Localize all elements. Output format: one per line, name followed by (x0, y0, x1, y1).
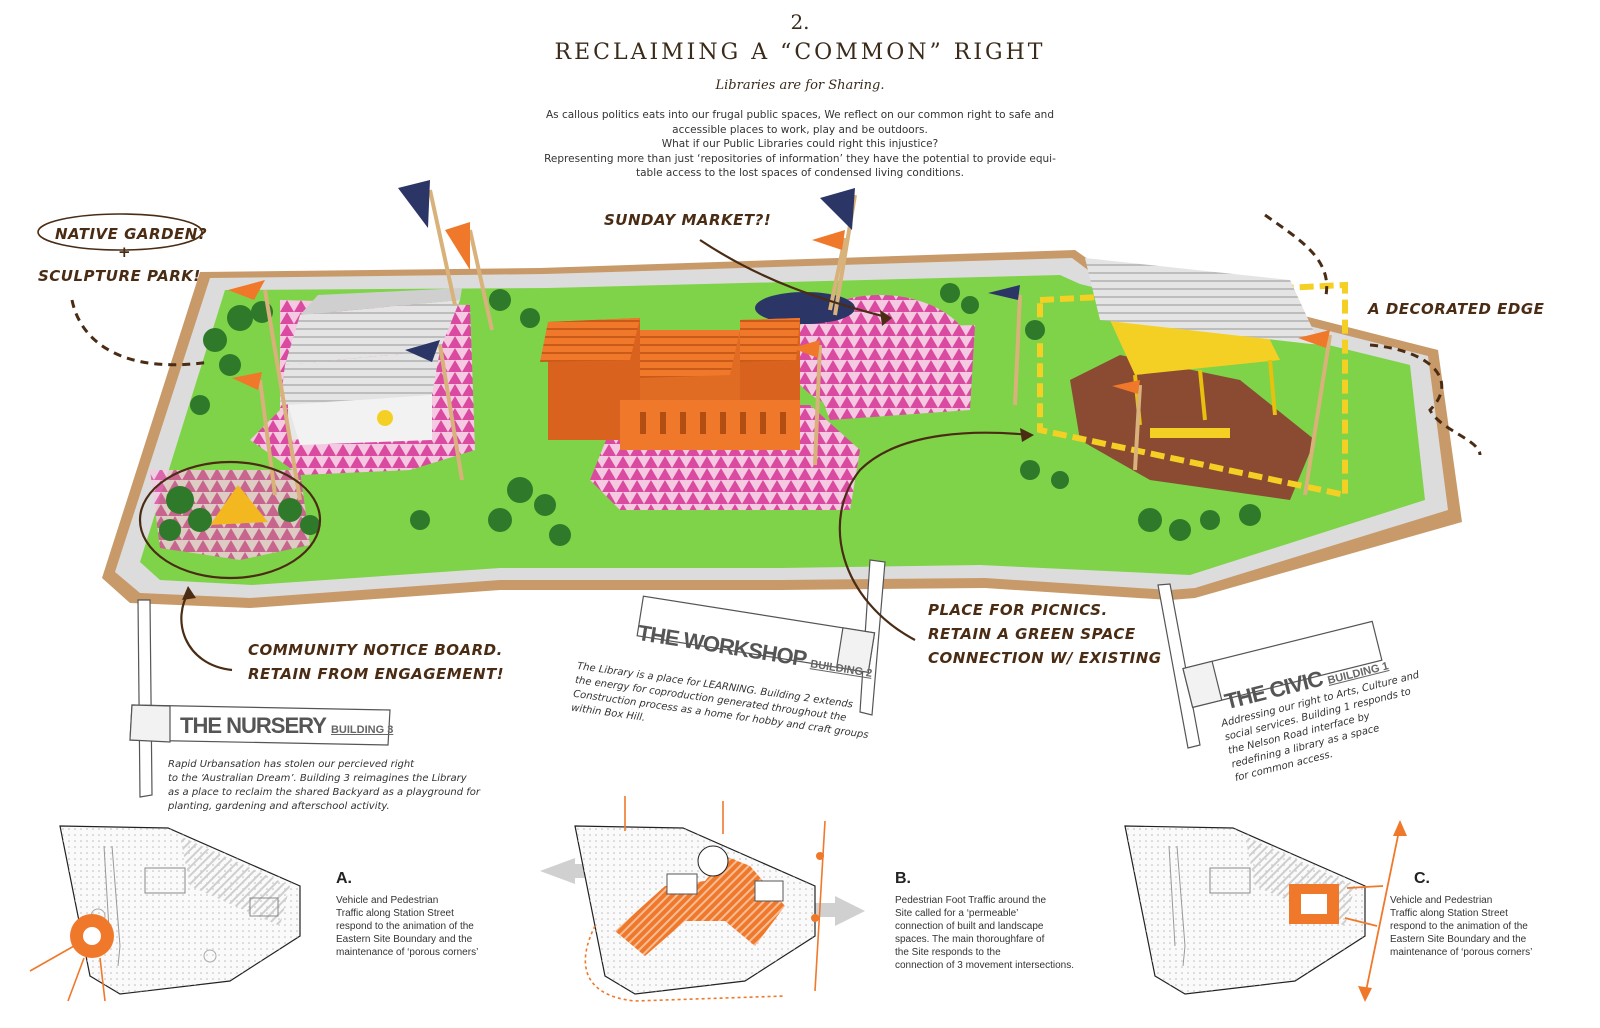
building-2-model (540, 318, 800, 450)
sign-nursery: THE NURSERY BUILDING 3 (180, 713, 393, 739)
diagram-b-caption: B. Pedestrian Foot Traffic around the Si… (895, 870, 1115, 972)
desc-line: to the ‘Australian Dream’. Building 3 re… (168, 773, 467, 784)
sign-board-nursery (129, 704, 391, 746)
diagram-letter: C. (1414, 870, 1430, 887)
caption-line: the Site responds to the (895, 947, 1001, 958)
nursery-description: Rapid Urbansation has stolen our perciev… (168, 758, 488, 814)
diagram-text: Vehicle and Pedestrian Traffic along Sta… (1390, 894, 1590, 959)
caption-line: Eastern Site Boundary and the (1390, 934, 1527, 945)
section-number: 2. (790, 10, 810, 34)
caption-line: Vehicle and Pedestrian (1390, 895, 1493, 906)
diagram-c (1124, 820, 1407, 1002)
diagram-text: Vehicle and Pedestrian Traffic along Sta… (336, 894, 536, 959)
callout-native-garden: NATIVE GARDEN? (55, 225, 208, 243)
intro-line: Representing more than just ‘repositorie… (544, 152, 1056, 165)
caption-line: Traffic along Station Street (336, 908, 454, 919)
caption-line: connection of built and landscape (895, 921, 1044, 932)
intro-line: accessible places to work, play and be o… (672, 123, 928, 136)
page-subtitle: Libraries are for Sharing. (715, 78, 885, 93)
page-title: RECLAIMING A “COMMON” RIGHT (554, 40, 1046, 65)
caption-line: Eastern Site Boundary and the (336, 934, 473, 945)
desc-line: planting, gardening and afterschool acti… (168, 801, 390, 812)
sign-board-workshop (636, 595, 876, 674)
diagram-a (29, 825, 301, 1002)
intro-line: What if our Public Libraries could right… (661, 138, 939, 150)
annotation-lines (37, 213, 1482, 672)
callout-notice-board-line2: RETAIN FROM ENGAGEMENT! (248, 665, 505, 683)
callout-picnics-line1: PLACE FOR PICNICS. (928, 601, 1108, 619)
desc-line: as a place to reclaim the shared Backyar… (168, 787, 481, 798)
caption-line: spaces. The main thoroughfare of (895, 934, 1045, 945)
caption-line: connection of 3 movement intersections. (895, 960, 1074, 971)
callout-sunday-market: SUNDAY MARKET?! (604, 211, 772, 229)
building-3-model (280, 288, 462, 445)
diagram-b (540, 796, 865, 1002)
sign-board-civic (1182, 620, 1383, 709)
intro-text: As callous politics eats into our frugal… (520, 108, 1080, 181)
diagram-letter: B. (895, 870, 911, 887)
yellow-tent (210, 485, 268, 525)
callout-picnics-line2: RETAIN A GREEN SPACE (928, 625, 1136, 643)
intro-line: table access to the lost spaces of conde… (636, 167, 964, 179)
caption-line: Site called for a ‘permeable’ (895, 908, 1019, 919)
callout-picnics-line3: CONNECTION W/ EXISTING (928, 649, 1162, 667)
callout-decorated-edge: A DECORATED EDGE (1368, 300, 1545, 318)
flags (228, 180, 1330, 394)
intro-line: As callous politics eats into our frugal… (545, 109, 1055, 121)
diagram-text: Pedestrian Foot Traffic around the Site … (895, 894, 1115, 972)
building-name: THE NURSERY (180, 713, 327, 738)
callout-notice-board-line1: COMMUNITY NOTICE BOARD. (248, 641, 503, 659)
diagram-c-caption: C. Vehicle and Pedestrian Traffic along … (1390, 870, 1590, 959)
callout-sculpture-park: SCULPTURE PARK! (38, 267, 201, 285)
caption-line: Pedestrian Foot Traffic around the (895, 895, 1047, 906)
caption-line: respond to the animation of the (1390, 921, 1528, 932)
caption-line: respond to the animation of the (336, 921, 474, 932)
caption-line: maintenance of ‘porous corners’ (1390, 947, 1533, 958)
trees (159, 283, 1261, 546)
desc-line: Rapid Urbansation has stolen our perciev… (168, 759, 415, 770)
annotation-arrowheads (182, 310, 1034, 600)
diagram-letter: A. (336, 870, 352, 887)
building-tag: BUILDING 3 (330, 724, 394, 736)
caption-line: maintenance of ‘porous corners’ (336, 947, 479, 958)
caption-line: Traffic along Station Street (1390, 908, 1508, 919)
callout-plus: + (118, 243, 132, 261)
diagram-a-caption: A. Vehicle and Pedestrian Traffic along … (336, 870, 536, 959)
caption-line: Vehicle and Pedestrian (336, 895, 439, 906)
